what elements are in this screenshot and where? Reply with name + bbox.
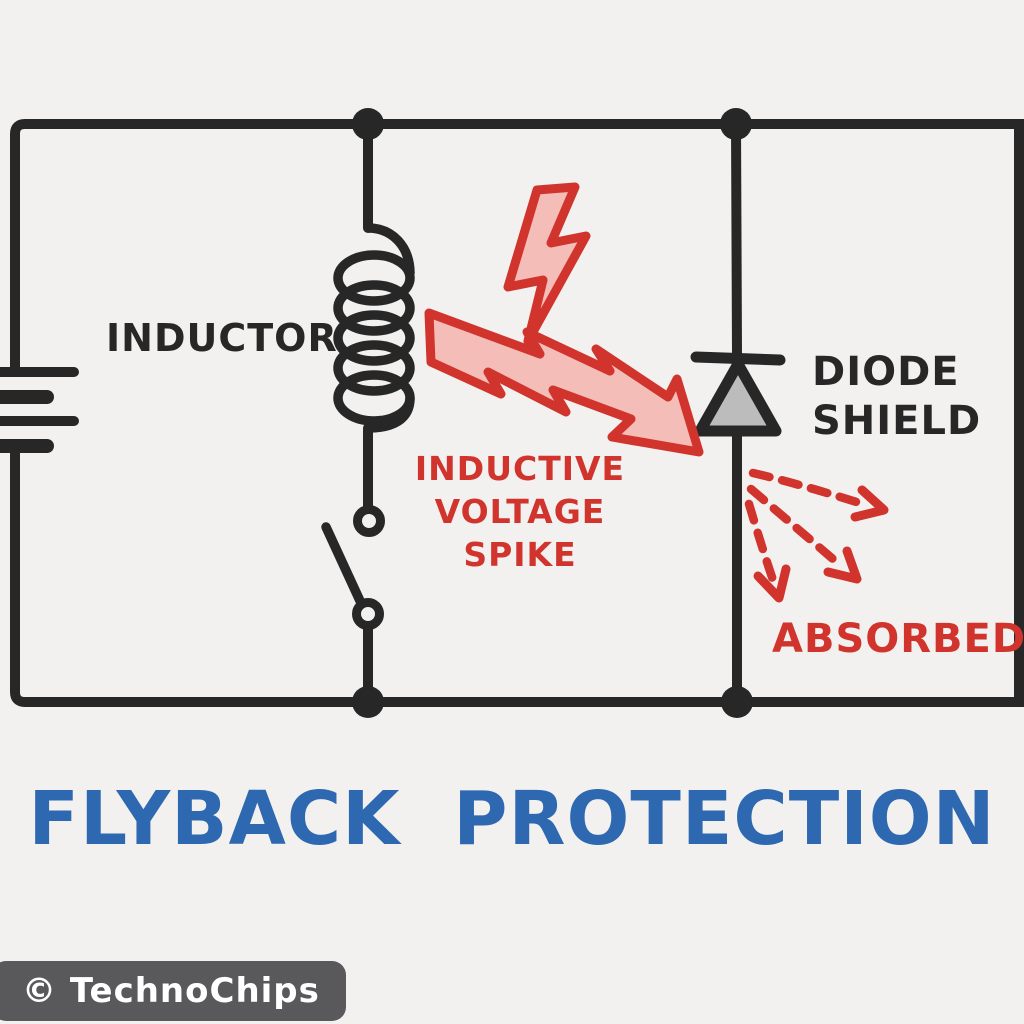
coil-turn-1 (333, 250, 415, 306)
spike-label-line3: SPIKE (463, 534, 577, 574)
spike-label-line1: INDUCTIVE (414, 449, 626, 488)
coil-exit (367, 397, 415, 433)
switch-fixed-contact (353, 505, 385, 537)
circuit-wires (10, 119, 1024, 707)
open-switch-icon (321, 505, 385, 707)
junction-dot-top-left (352, 108, 384, 140)
coil-turn-2 (333, 280, 415, 336)
coil-turn-3 (333, 310, 415, 366)
diode-shield-label-line2: SHIELD (812, 397, 982, 444)
lightning-bolt-icon (503, 182, 591, 346)
junction-dots (352, 108, 753, 718)
watermark-text: © TechnoChips (22, 971, 320, 1011)
surge-arrow-icon (424, 308, 704, 457)
switch-lever (321, 522, 366, 608)
inductor-coil-icon (333, 119, 415, 514)
absorbed-label: ABSORBED (772, 616, 1024, 662)
dashed-ray-right (748, 468, 871, 510)
inductive-voltage-spike-label: INDUCTIVE VOLTAGE SPIKE (412, 448, 628, 577)
diode-shield-label: DIODE SHIELD (812, 348, 981, 446)
diode-icon (690, 119, 786, 707)
coil-turn-5 (333, 370, 415, 426)
dashed-ray-right-arrowhead (850, 485, 889, 522)
inductor-label: INDUCTOR (106, 316, 338, 360)
bottom-wire (10, 442, 1024, 707)
dashed-ray-diagonal (746, 484, 845, 570)
dashed-ray-down-arrowhead (753, 564, 791, 603)
spike-label-line2: VOLTAGE (434, 491, 606, 531)
coil-turn-4 (333, 340, 415, 396)
diode-top-lead (731, 119, 742, 359)
junction-dot-bottom-right (721, 686, 753, 718)
battery-icon (0, 367, 79, 453)
dashed-arrows-icon (744, 468, 889, 603)
dashed-ray-down (744, 499, 780, 591)
diode-shield-label-line1: DIODE (812, 349, 960, 395)
watermark-badge: © TechnoChips (0, 961, 346, 1021)
junction-dot-bottom-left (352, 686, 384, 718)
junction-dot-top-right (720, 108, 752, 140)
dashed-ray-diagonal-arrowhead (823, 546, 862, 584)
top-wire (10, 119, 1024, 377)
diode-triangle (694, 358, 782, 437)
page-title: FLYBACK PROTECTION (28, 776, 996, 862)
